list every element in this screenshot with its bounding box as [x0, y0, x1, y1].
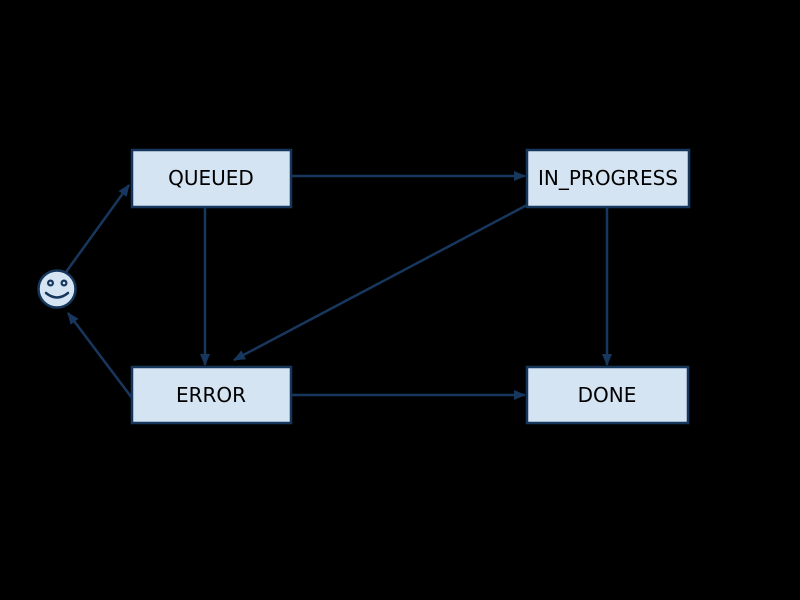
- smiley-mouth: [44, 291, 70, 299]
- node-done-label: DONE: [578, 383, 637, 407]
- node-queued: QUEUED: [130, 148, 293, 209]
- smiley-left-eye: [46, 279, 54, 287]
- node-in-progress: IN_PROGRESS: [525, 148, 691, 209]
- node-done-box: [525, 365, 690, 425]
- node-queued-label: QUEUED: [168, 166, 254, 190]
- node-error-box: [130, 365, 293, 425]
- node-queued-box: [130, 148, 293, 209]
- edge-start-to-queued: [64, 184, 131, 273]
- node-error-label: ERROR: [176, 383, 246, 407]
- node-error: ERROR: [130, 365, 293, 425]
- smiley-face-circle: [37, 269, 77, 309]
- start-state-smiley-icon: [37, 269, 77, 309]
- edge-error-to-start: [67, 312, 133, 399]
- node-in-progress-box: [525, 148, 691, 209]
- node-in-progress-label: IN_PROGRESS: [538, 166, 678, 190]
- edge-in-progress-to-error: [233, 203, 528, 362]
- node-done: DONE: [525, 365, 690, 425]
- smiley-right-eye: [60, 279, 68, 287]
